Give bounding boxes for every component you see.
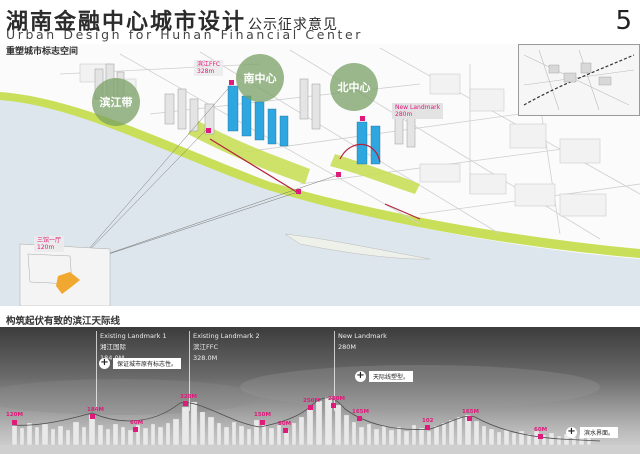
skyline-pin: [467, 416, 472, 421]
height-label: 80M: [278, 421, 292, 427]
tag-ffc-height: 328m: [197, 68, 215, 75]
skyline-pin: [357, 416, 362, 421]
skyline-pin: [133, 427, 138, 432]
urban-map: [0, 44, 640, 306]
callout-3-text: 滨水界面。: [580, 426, 619, 438]
tag-new-landmark-height: 280m: [395, 111, 413, 118]
skyline-pin: [308, 405, 313, 410]
landmark-2-name: 滨江FFC: [193, 343, 219, 351]
skyline-pin: [183, 401, 188, 406]
skyline-panel: Existing Landmark 1 湘江国际 184.0M Existing…: [0, 327, 640, 454]
location-inset-map: [518, 44, 640, 116]
landmark-2-line: [189, 331, 190, 411]
tag-new-landmark: New Landmark 280m: [392, 103, 444, 119]
page-title: 湖南金融中心城市设计公示征求意见: [6, 4, 338, 36]
callout-2[interactable]: + 天际线塑型。: [355, 369, 414, 382]
bubble-south-center: 南中心: [236, 54, 284, 102]
bubble-riverside-belt: 滨江带: [92, 78, 140, 126]
landmark-1-label: Existing Landmark 1 湘江国际 184.0M: [96, 331, 167, 411]
landmark-1-name: 湘江国际: [100, 343, 126, 351]
tag-new-landmark-name: New Landmark: [395, 104, 441, 111]
map-section-label: 重塑城市标志空间: [6, 47, 79, 57]
skyline-section-label: 构筑起伏有致的滨江天际线: [6, 316, 121, 327]
callout-1[interactable]: + 保证城市原有标志性。: [99, 356, 182, 369]
tag-santang-name: 三馆一厅: [37, 237, 62, 244]
height-label: 150M: [254, 412, 271, 418]
landmark-2-height: 328.0M: [193, 354, 218, 362]
height-label: 250M: [303, 398, 320, 404]
plus-icon[interactable]: +: [566, 425, 577, 438]
landmark-3-line: [334, 331, 335, 411]
landmark-2-title: Existing Landmark 2: [193, 332, 260, 340]
landmark-3-label: New Landmark 280M: [334, 331, 387, 411]
height-label: 165M: [462, 409, 479, 415]
title-sub: 公示征求意见: [248, 17, 339, 33]
tag-ffc-name: 滨江FFC: [197, 61, 221, 68]
landmark-3-title: New Landmark: [338, 332, 387, 340]
tag-ffc: 滨江FFC 328m: [194, 60, 224, 76]
skyline-pin: [283, 428, 288, 433]
landmark-2-label: Existing Landmark 2 滨江FFC 328.0M: [189, 331, 260, 411]
height-label: 280M: [328, 396, 345, 402]
tag-santang: 三馆一厅 120m: [34, 236, 65, 252]
height-label: 120M: [6, 412, 23, 418]
skyline-drawing: [0, 365, 640, 454]
skyline-pin: [260, 420, 265, 425]
landmark-1-height: 184.0M: [100, 353, 167, 364]
plus-icon[interactable]: +: [355, 369, 366, 382]
skyline-pin: [425, 425, 430, 430]
bubble-north-center: 北中心: [330, 63, 378, 111]
landmark-1-title: Existing Landmark 1: [100, 332, 167, 340]
landmark-1-line: [96, 331, 97, 411]
skyline-pin: [331, 403, 336, 408]
skyline-pin: [12, 420, 17, 425]
skyline-pin: [538, 434, 543, 439]
callout-2-text: 天际线塑型。: [369, 370, 414, 382]
tag-santang-height: 120m: [37, 244, 55, 251]
title-main: 湖南金融中心城市设计: [6, 10, 247, 35]
height-label: 60M: [534, 427, 548, 433]
english-title: Urban Design for Hunan Financial Center: [6, 27, 364, 42]
height-label: 60M: [130, 420, 144, 426]
page-number: 5: [615, 6, 632, 36]
callout-3[interactable]: + 滨水界面。: [566, 425, 619, 438]
callout-1-text: 保证城市原有标志性。: [113, 357, 182, 369]
skyline-pin: [90, 414, 95, 419]
height-label: 184M: [87, 407, 104, 413]
plus-icon[interactable]: +: [99, 356, 110, 369]
height-label: 328M: [180, 394, 197, 400]
height-label: 102: [422, 418, 434, 424]
inset-map-drawing: [523, 49, 635, 111]
height-label: 165M: [352, 409, 369, 415]
landmark-3-height: 280M: [338, 343, 357, 351]
